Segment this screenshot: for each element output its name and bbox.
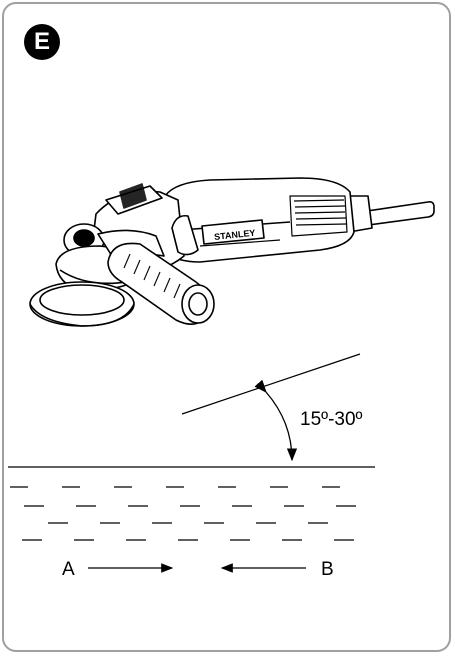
angle-label: 15º-30º xyxy=(300,409,363,430)
surface-hatching xyxy=(10,486,356,541)
step-badge: E xyxy=(24,24,60,60)
angle-grinder-icon xyxy=(29,177,435,327)
direction-a-label: A xyxy=(62,559,75,580)
brand-label: STANLEY xyxy=(214,228,256,242)
direction-b-label: B xyxy=(321,559,334,580)
panel-frame xyxy=(2,2,451,652)
tool-axis-line xyxy=(181,353,361,415)
angle-arc xyxy=(254,379,298,462)
